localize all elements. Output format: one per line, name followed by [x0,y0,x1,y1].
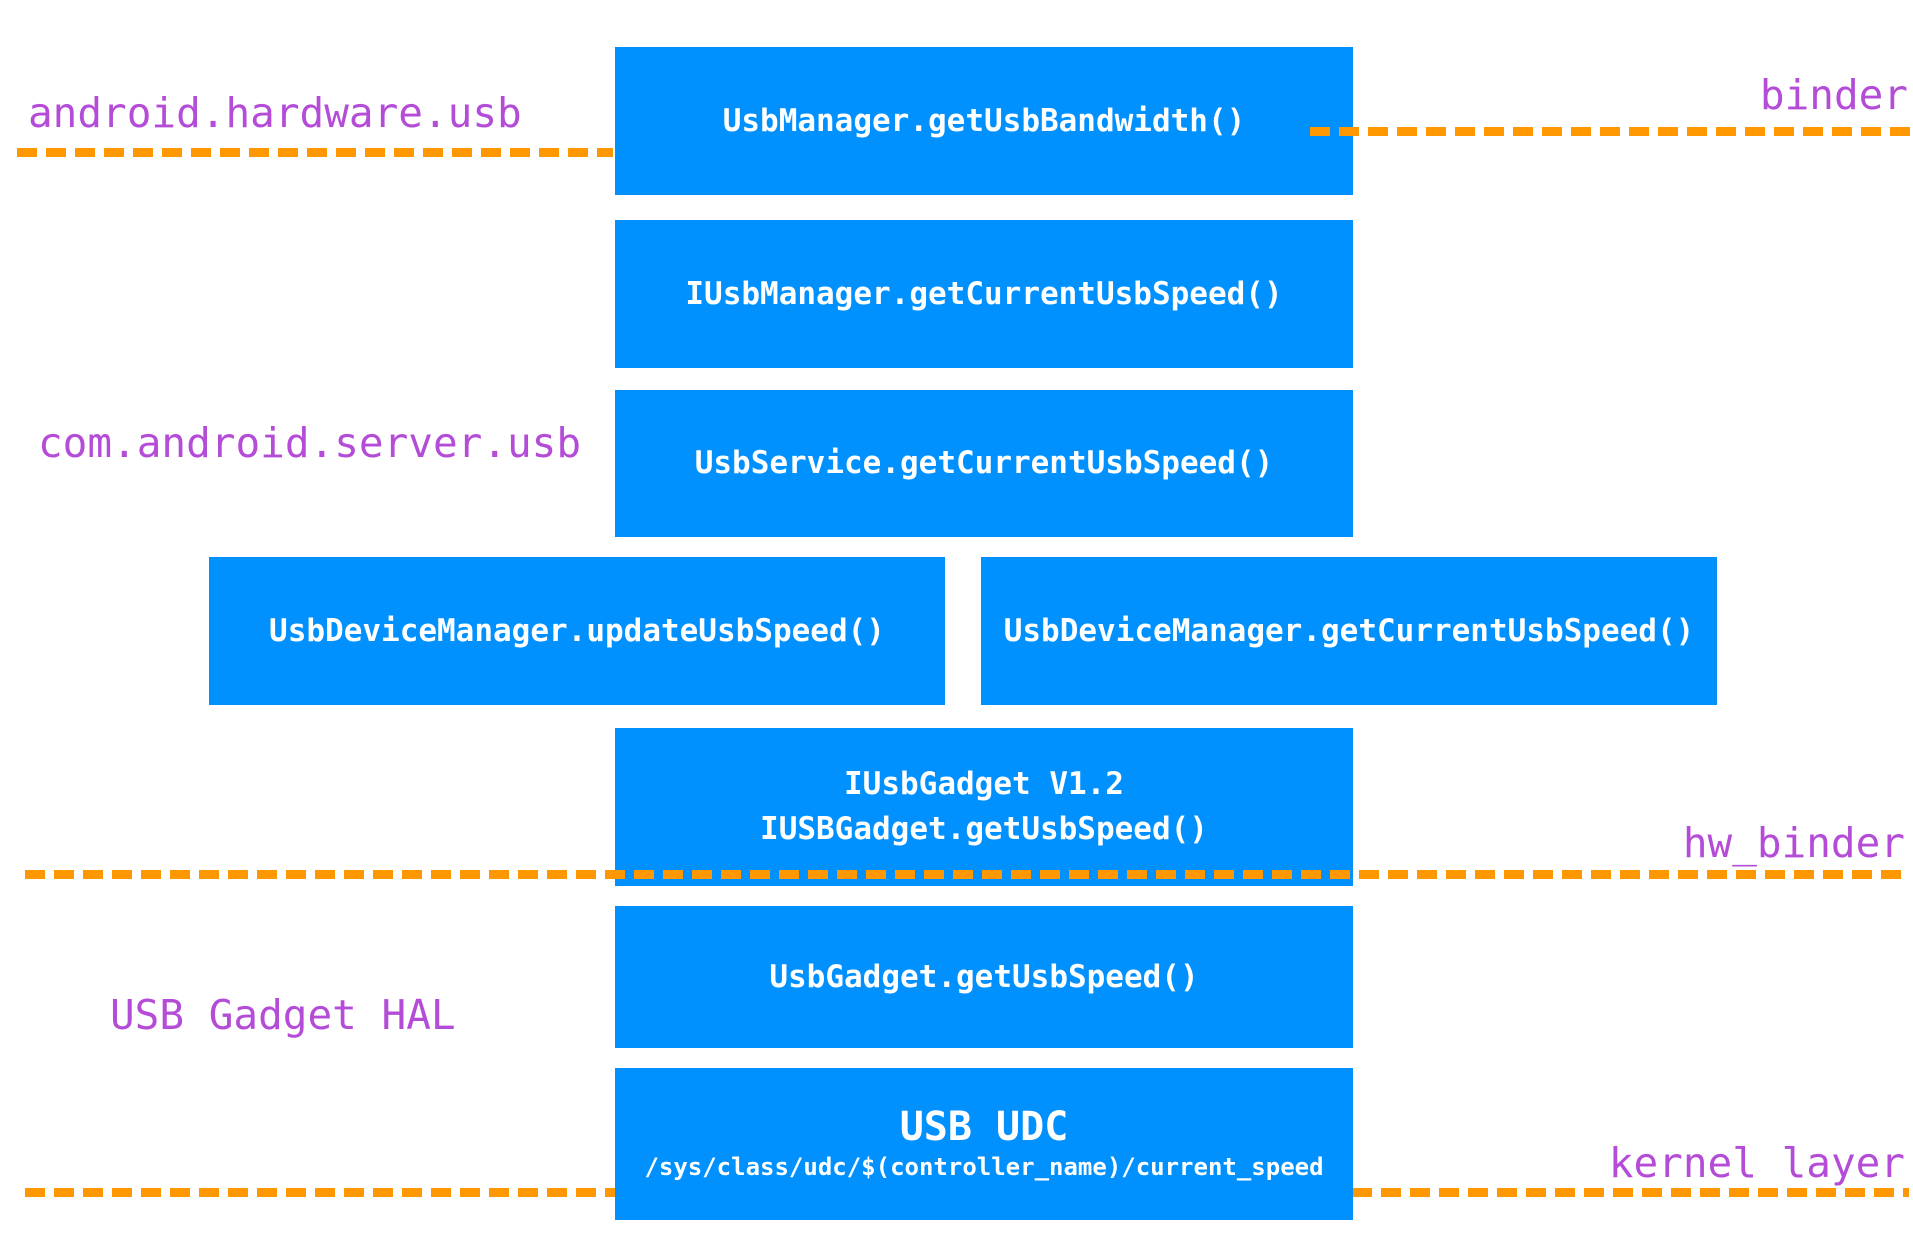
box-usbdevicemanager-update-label: UsbDeviceManager.updateUsbSpeed() [269,612,885,649]
label-usb-gadget-hal: USB Gadget HAL [110,991,456,1039]
box-usbmanager-getusbbandwidth: UsbManager.getUsbBandwidth() [615,47,1353,195]
label-binder: binder [1759,71,1908,119]
box-usb-udc-sysfs-path: /sys/class/udc/$(controller_name)/curren… [644,1153,1324,1182]
label-hw-binder: hw_binder [1682,819,1905,867]
binder-boundary-line-left [17,148,613,157]
box-iusbgadget-version-label: IUsbGadget V1.2 [844,766,1124,803]
kernel-boundary-line-right [1352,1188,1909,1197]
box-usbgadget-getusbspeed: UsbGadget.getUsbSpeed() [615,906,1353,1048]
box-usb-udc-title: USB UDC [899,1104,1069,1151]
binder-boundary-line-right [1310,127,1912,136]
box-iusbgadget: IUsbGadget V1.2 IUSBGadget.getUsbSpeed() [615,728,1353,886]
box-iusbmanager-label: IUsbManager.getCurrentUsbSpeed() [685,275,1283,312]
box-usbservice-getcurrentusbspeed: UsbService.getCurrentUsbSpeed() [615,390,1353,537]
label-android-hardware-usb: android.hardware.usb [28,89,522,137]
box-usbmanager-label: UsbManager.getUsbBandwidth() [722,102,1246,139]
kernel-boundary-line-left [25,1188,615,1197]
box-usbdevicemanager-getcurrentusbspeed: UsbDeviceManager.getCurrentUsbSpeed() [981,557,1717,705]
box-usbservice-label: UsbService.getCurrentUsbSpeed() [694,445,1274,482]
label-kernel-layer: kernel layer [1608,1139,1905,1187]
box-usbgadget-label: UsbGadget.getUsbSpeed() [769,958,1199,995]
box-usbdevicemanager-updateusbspeed: UsbDeviceManager.updateUsbSpeed() [209,557,945,705]
box-iusbmanager-getcurrentusbspeed: IUsbManager.getCurrentUsbSpeed() [615,220,1353,368]
box-usbdevicemanager-get-label: UsbDeviceManager.getCurrentUsbSpeed() [1003,612,1695,649]
hw-binder-boundary-line [25,870,1909,879]
box-iusbgadget-method-label: IUSBGadget.getUsbSpeed() [760,811,1208,847]
label-com-android-server-usb: com.android.server.usb [38,419,582,467]
box-usb-udc: USB UDC /sys/class/udc/$(controller_name… [615,1068,1353,1220]
